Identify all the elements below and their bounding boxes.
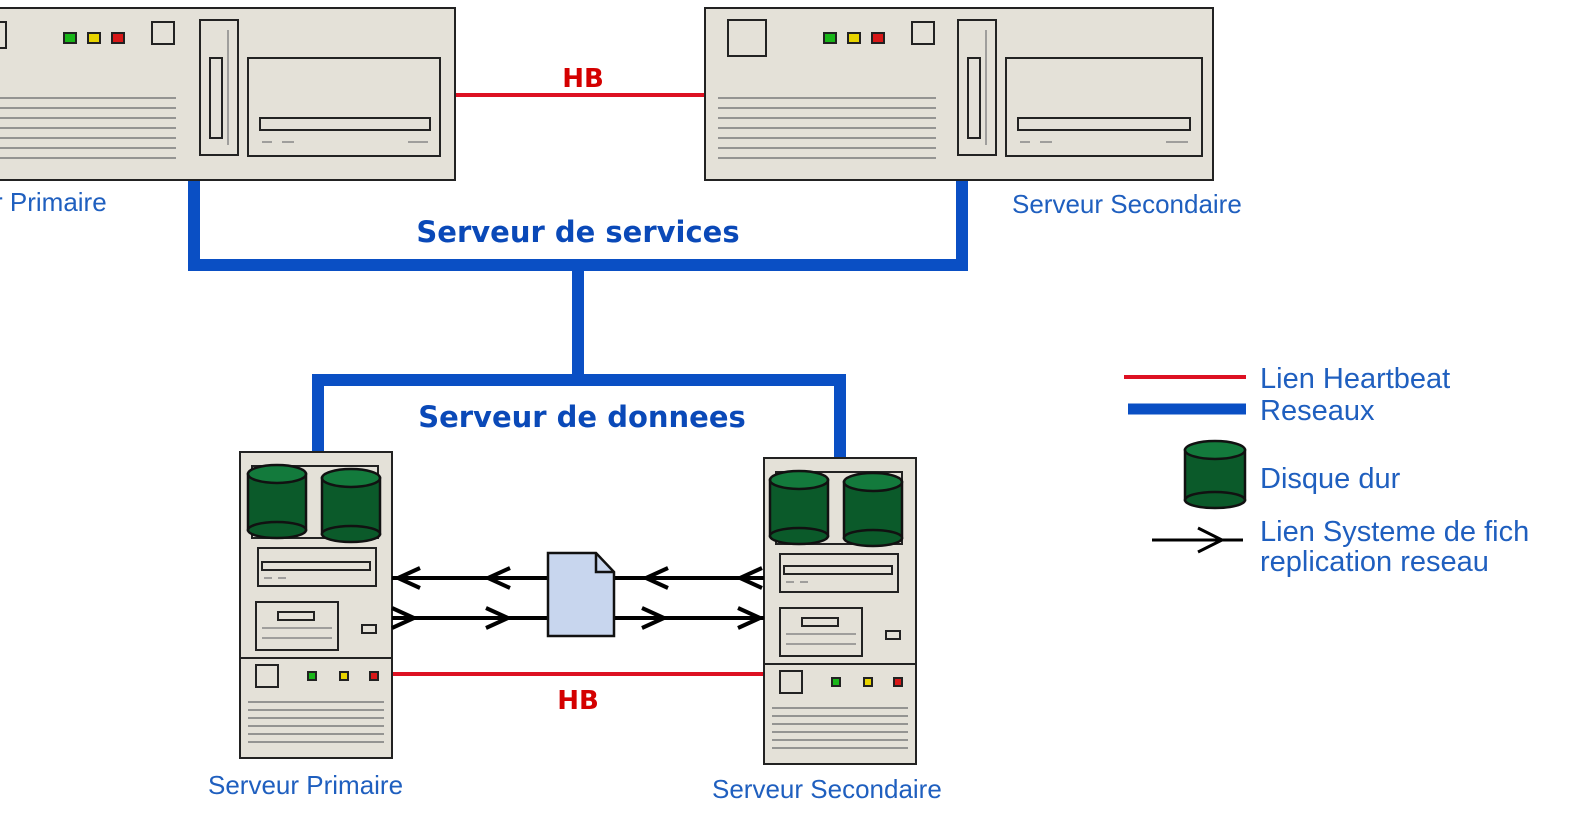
led-green	[831, 677, 841, 687]
legend-network-label: Reseaux	[1260, 395, 1375, 427]
led-red	[871, 32, 885, 44]
top-heartbeat-label: HB	[562, 64, 604, 94]
led-red	[111, 32, 125, 44]
arrow-right-icon	[641, 606, 669, 630]
arrow-right-icon	[737, 606, 765, 630]
led-yellow	[87, 32, 101, 44]
bottom-heartbeat-label: HB	[557, 686, 599, 716]
network-links	[188, 178, 968, 460]
top-primary-server	[0, 7, 456, 181]
arrow-left-icon	[641, 566, 669, 590]
disk-icon	[320, 467, 382, 544]
legend-arrow-right-icon	[1197, 526, 1226, 554]
legend: Lien Heartbeat Reseaux Disque dur Lien S…	[1124, 363, 1529, 578]
legend-heartbeat-label: Lien Heartbeat	[1260, 363, 1450, 395]
arrow-right-icon	[485, 606, 513, 630]
led-yellow	[847, 32, 861, 44]
arrow-left-icon	[483, 566, 511, 590]
led-green	[823, 32, 837, 44]
legend-replication-label-1: Lien Systeme de fich	[1260, 516, 1529, 548]
legend-disk-icon	[1183, 439, 1247, 510]
file-icon	[546, 551, 616, 638]
led-yellow	[339, 671, 349, 681]
top-primary-label: r Primaire	[0, 187, 107, 217]
led-yellow	[863, 677, 873, 687]
data-network-line	[312, 374, 846, 460]
top-secondary-server	[704, 7, 1214, 181]
bottom-primary-label: Serveur Primaire	[208, 770, 403, 800]
replication-links	[391, 566, 765, 630]
led-green	[307, 671, 317, 681]
arrow-right-icon	[391, 606, 419, 630]
disk-icon	[246, 463, 308, 540]
services-network-label: Serveur de services	[416, 215, 739, 249]
bottom-secondary-label: Serveur Secondaire	[712, 774, 942, 804]
arrow-left-icon	[393, 566, 421, 590]
top-secondary-label: Serveur Secondaire	[1012, 189, 1242, 219]
legend-replication-label-2: replication reseau	[1260, 546, 1489, 578]
led-green	[63, 32, 77, 44]
disk-icon	[768, 469, 830, 546]
led-red	[893, 677, 903, 687]
disk-icon	[842, 471, 904, 548]
legend-disk-label: Disque dur	[1260, 463, 1401, 495]
arrow-left-icon	[735, 566, 763, 590]
led-red	[369, 671, 379, 681]
data-network-label: Serveur de donnees	[418, 400, 746, 434]
